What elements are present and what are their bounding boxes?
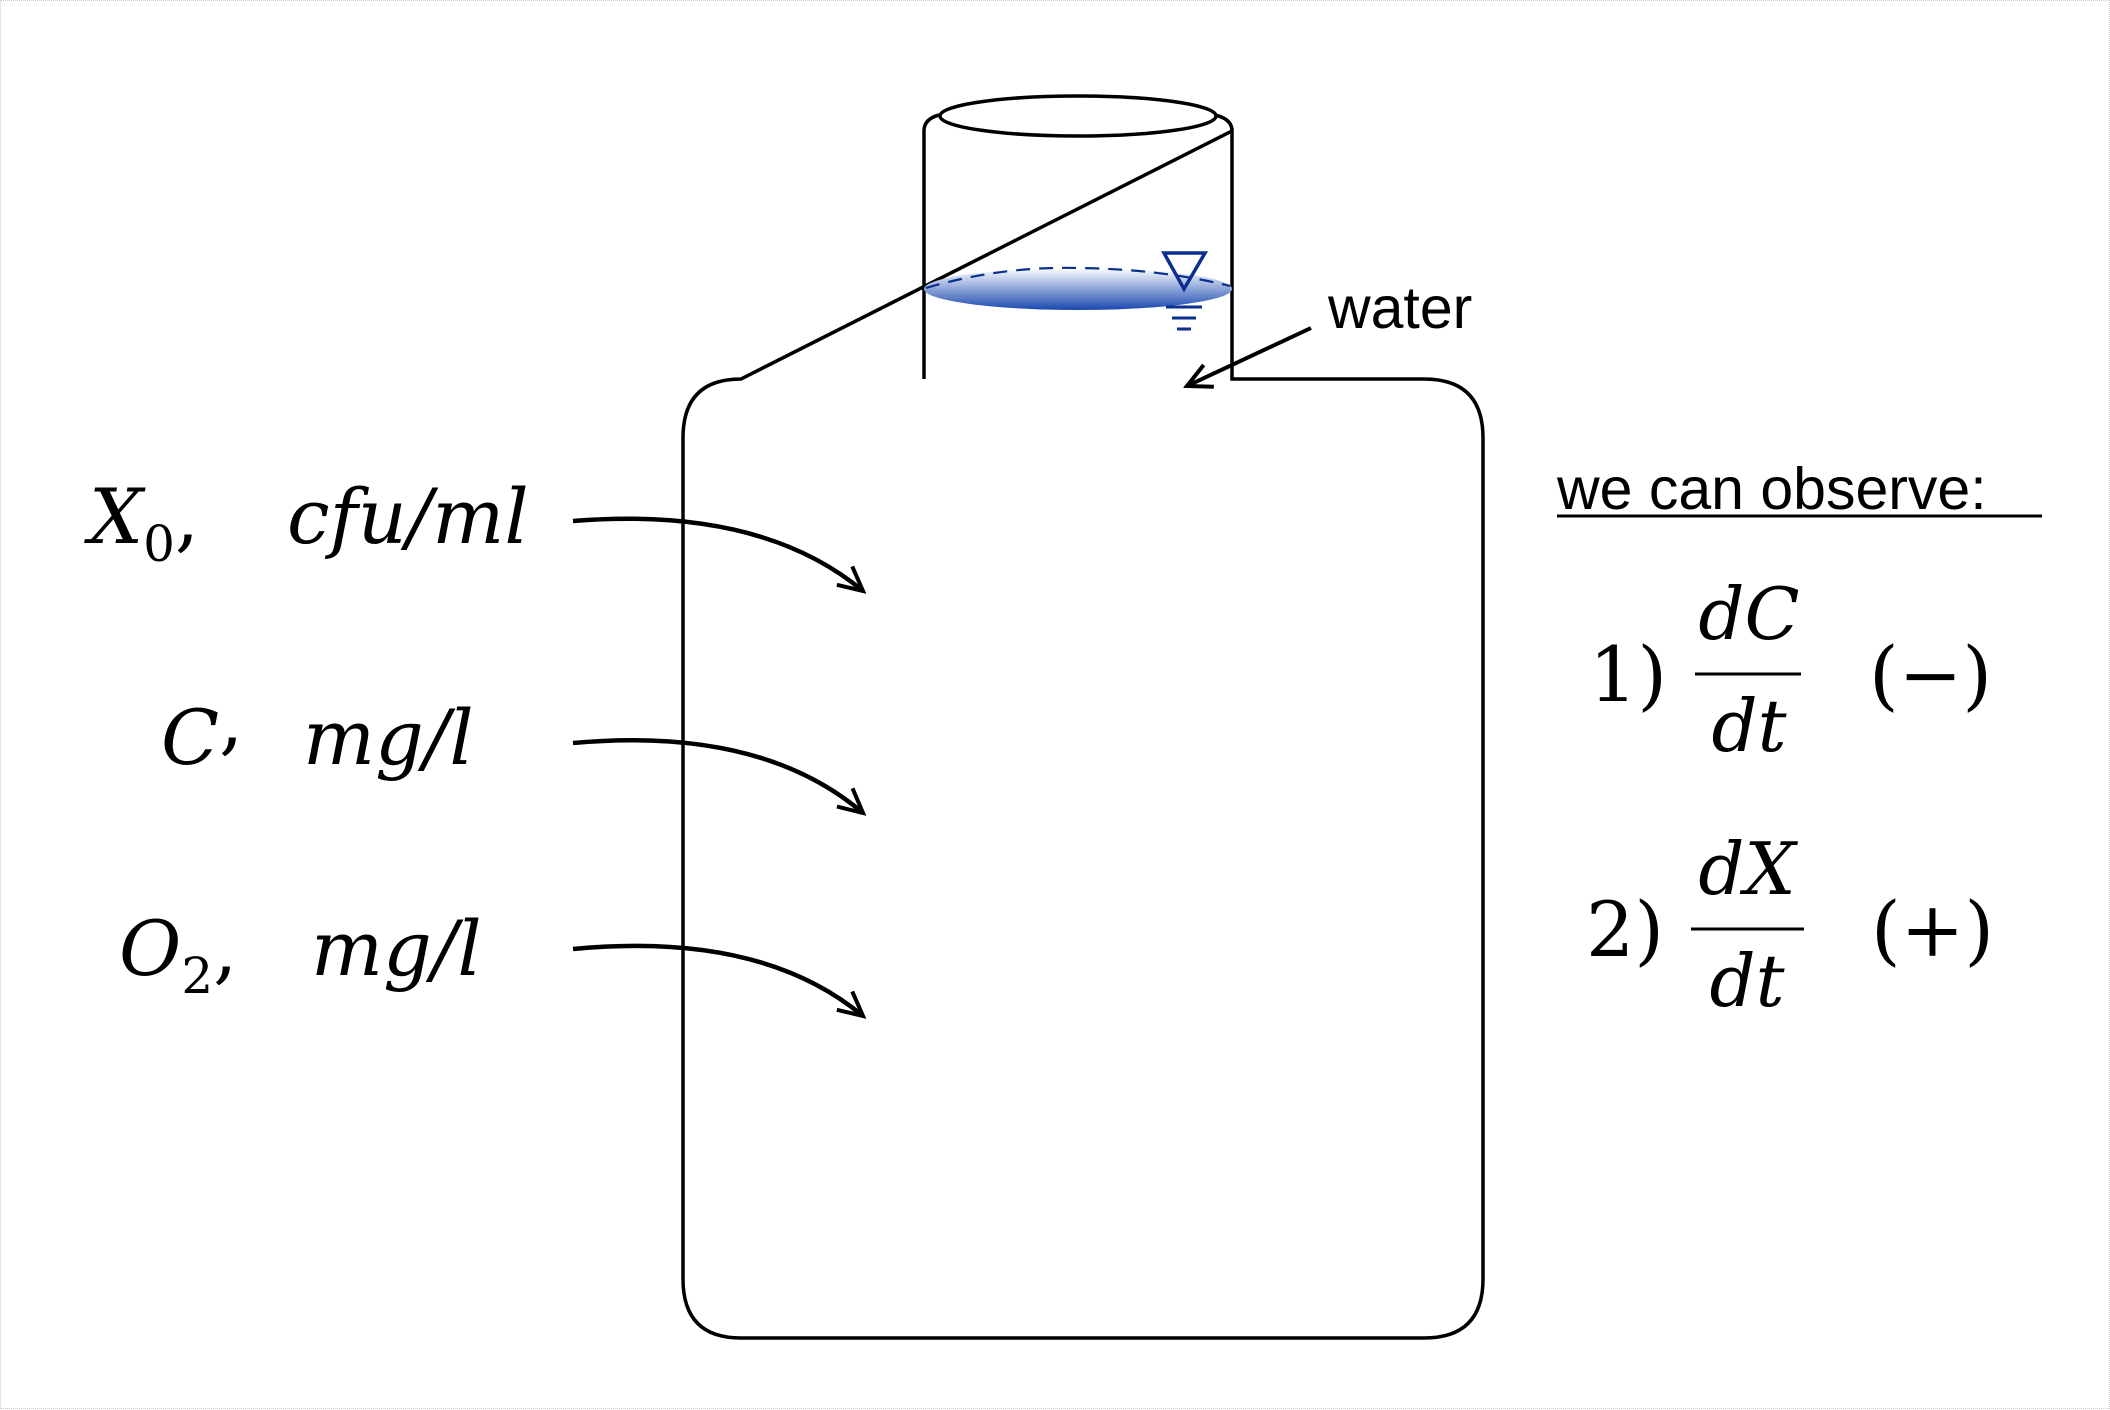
input-c-unit: mg/l — [303, 693, 474, 782]
observation-2-denominator: dt — [1709, 939, 1785, 1023]
observation-2-sign: (+) — [1871, 885, 1994, 974]
observation-1-numerator: dC — [1698, 572, 1799, 656]
input-o2: O2, mg/l — [119, 904, 482, 1005]
observation-1-index: 1) — [1589, 630, 1667, 719]
observation-2-index: 2) — [1586, 885, 1664, 974]
svg-text:O2,: O2, — [119, 904, 237, 1005]
input-x0: X0, cfu/ml — [84, 472, 529, 573]
water-label: water — [1327, 275, 1472, 341]
observation-2: 2) dX dt (+) — [1586, 827, 1994, 1023]
input-o2-subscript: 2 — [181, 947, 213, 1005]
observe-heading: we can observe: — [1556, 456, 1987, 522]
water-surface-dashed-edge — [925, 266, 1231, 290]
input-c: C, mg/l — [161, 675, 474, 782]
input-x0-subscript: 0 — [143, 515, 175, 573]
water-level-icon — [1161, 251, 1209, 331]
bottle-mouth — [938, 94, 1218, 138]
input-x0-arrow — [572, 516, 863, 591]
observation-1-denominator: dt — [1711, 684, 1787, 768]
input-o2-symbol: O — [119, 904, 181, 993]
input-o2-unit: mg/l — [311, 904, 482, 993]
input-x0-symbol: X — [84, 472, 146, 561]
input-c-arrow — [572, 737, 863, 813]
water-surface — [924, 268, 1232, 310]
input-c-symbol: C — [161, 693, 219, 782]
observation-2-numerator: dX — [1698, 827, 1798, 911]
svg-text:C,: C, — [161, 675, 243, 782]
input-x0-unit: cfu/ml — [287, 472, 529, 561]
observation-1-sign: (−) — [1869, 630, 1992, 719]
input-o2-arrow — [572, 943, 863, 1016]
observation-1: 1) dC dt (−) — [1589, 572, 1992, 768]
water-pointer-arrow — [1187, 326, 1312, 386]
svg-text:X0,: X0, — [84, 472, 199, 573]
